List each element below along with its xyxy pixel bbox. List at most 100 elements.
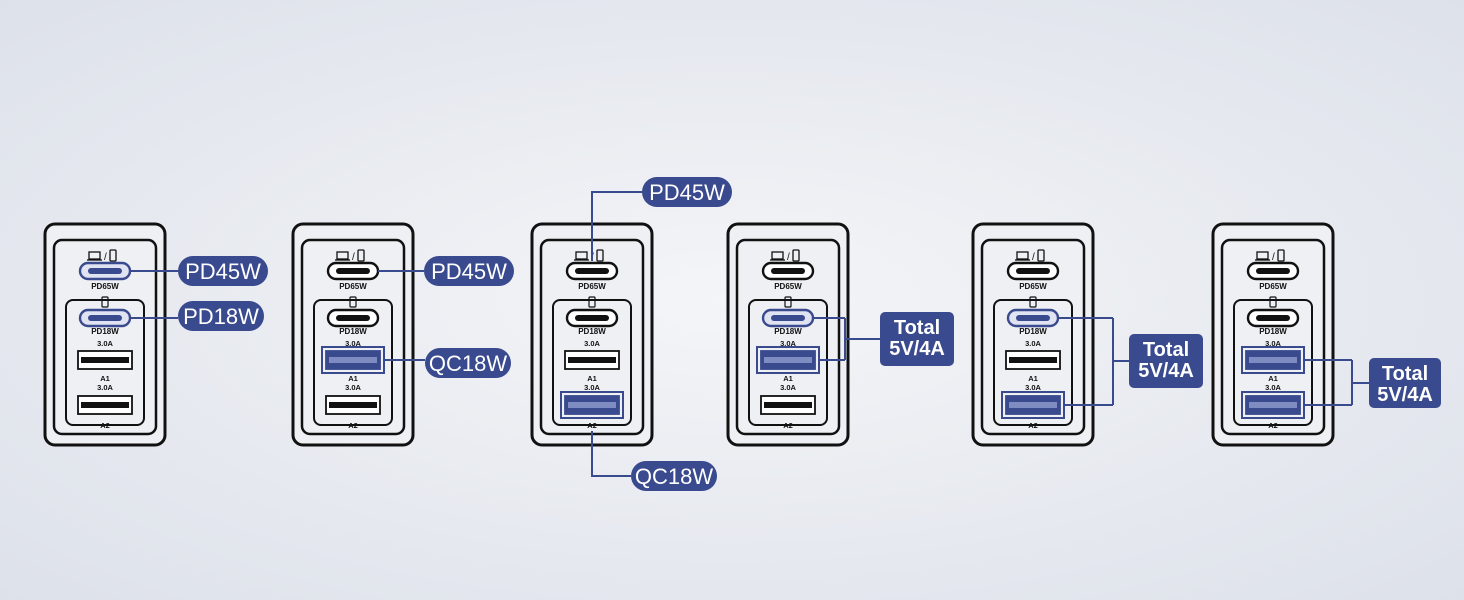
callout-badge	[425, 348, 511, 378]
usb-c-port-c1	[565, 261, 619, 281]
port-label-c2: PD18W	[1019, 327, 1047, 336]
laptop-phone-icon	[336, 251, 349, 260]
laptop-phone-icon	[1016, 251, 1029, 260]
callout-config-3-0: PD45W	[591, 177, 732, 261]
usb-a-tongue	[568, 357, 616, 363]
port-group-outline	[993, 299, 1073, 426]
port-label-a2: A2	[100, 421, 110, 430]
phone-icon	[1029, 296, 1037, 308]
phone-icon	[101, 296, 109, 308]
port-current-a1: 3.0A	[1265, 339, 1281, 348]
callout-text-line: Total	[894, 317, 940, 339]
callout-badge	[642, 177, 732, 207]
port-label-a1: A1	[348, 374, 358, 383]
callout-text-line: 5V/4A	[1138, 360, 1194, 382]
usb-c-port-c1	[78, 261, 132, 281]
port-current-a2: 3.0A	[97, 383, 113, 392]
phone-icon	[1269, 296, 1277, 308]
laptop-phone-icon	[1256, 251, 1269, 260]
usb-a-tongue	[329, 357, 377, 363]
phone-icon	[792, 249, 800, 262]
callout-badge	[880, 312, 954, 366]
charger-faceplate	[1220, 238, 1326, 436]
callout-line	[591, 431, 631, 477]
usb-c-tongue	[1256, 315, 1290, 321]
callout-text: PD45W	[185, 259, 261, 284]
slash-separator: /	[1272, 252, 1275, 263]
usb-a-port-a2	[1001, 391, 1065, 419]
phone-icon	[1037, 249, 1045, 262]
callout-config-1-1: PD18W	[130, 301, 264, 331]
callout-badge	[1129, 334, 1203, 388]
laptop-phone-icon	[771, 251, 784, 260]
callout-badge	[424, 256, 514, 286]
port-label-c2: PD18W	[339, 327, 367, 336]
laptop-phone-icon	[575, 251, 588, 260]
usb-c-port-c1	[1246, 261, 1300, 281]
port-label-a2: A2	[1028, 421, 1038, 430]
callout-text-line: Total	[1382, 363, 1428, 385]
usb-a-port-a1	[564, 350, 620, 370]
port-current-a2: 3.0A	[1265, 383, 1281, 392]
charger-faceplate	[980, 238, 1086, 436]
usb-a-port-a2	[325, 395, 381, 415]
charger-body	[1211, 222, 1335, 447]
callout-text-line: 5V/4A	[1377, 384, 1433, 406]
callout-config-2-1: QC18W	[384, 348, 511, 378]
usb-c-tongue	[575, 268, 609, 274]
port-label-a1: A1	[100, 374, 110, 383]
callout-text: QC18W	[429, 351, 507, 376]
usb-c-port-c2	[1006, 308, 1060, 328]
callout-text: QC18W	[635, 464, 713, 489]
phone-icon	[784, 296, 792, 308]
callout-text-line: Total	[1143, 339, 1189, 361]
callout-text-line: 5V/4A	[889, 338, 945, 360]
usb-c-port-c2	[78, 308, 132, 328]
usb-a-tongue	[81, 357, 129, 363]
port-current-a2: 3.0A	[345, 383, 361, 392]
callout-badge	[1369, 358, 1441, 408]
port-label-c2: PD18W	[1259, 327, 1287, 336]
usb-a-tongue	[764, 402, 812, 408]
usb-c-port-c1	[761, 261, 815, 281]
usb-a-tongue	[764, 357, 812, 363]
callout-badge	[178, 256, 268, 286]
callout-badge	[178, 301, 264, 331]
usb-c-tongue	[336, 268, 370, 274]
usb-c-port-c2	[1246, 308, 1300, 328]
callout-config-1-0: PD45W	[130, 256, 268, 286]
usb-c-port-c1	[326, 261, 380, 281]
port-label-a2: A2	[1268, 421, 1278, 430]
port-label-a2: A2	[348, 421, 358, 430]
usb-a-tongue	[1009, 357, 1057, 363]
usb-c-tongue	[1016, 268, 1050, 274]
usb-c-tongue	[88, 315, 122, 321]
callout-badge	[631, 461, 717, 491]
laptop-phone-icon	[88, 251, 101, 260]
charger-body	[726, 222, 850, 447]
charger-faceplate	[52, 238, 158, 436]
usb-a-port-a2	[77, 395, 133, 415]
port-label-a2: A2	[783, 421, 793, 430]
usb-a-port-a1	[321, 346, 385, 374]
port-group-outline	[552, 299, 632, 426]
port-current-a1: 3.0A	[584, 339, 600, 348]
usb-c-port-c2	[761, 308, 815, 328]
port-group-outline	[313, 299, 393, 426]
usb-a-tongue	[329, 402, 377, 408]
port-label-a2: A2	[587, 421, 597, 430]
phone-icon	[1277, 249, 1285, 262]
port-label-c2: PD18W	[91, 327, 119, 336]
usb-c-port-c2	[565, 308, 619, 328]
port-current-a1: 3.0A	[780, 339, 796, 348]
port-label-c1: PD65W	[578, 282, 606, 291]
usb-a-port-a2	[760, 395, 816, 415]
